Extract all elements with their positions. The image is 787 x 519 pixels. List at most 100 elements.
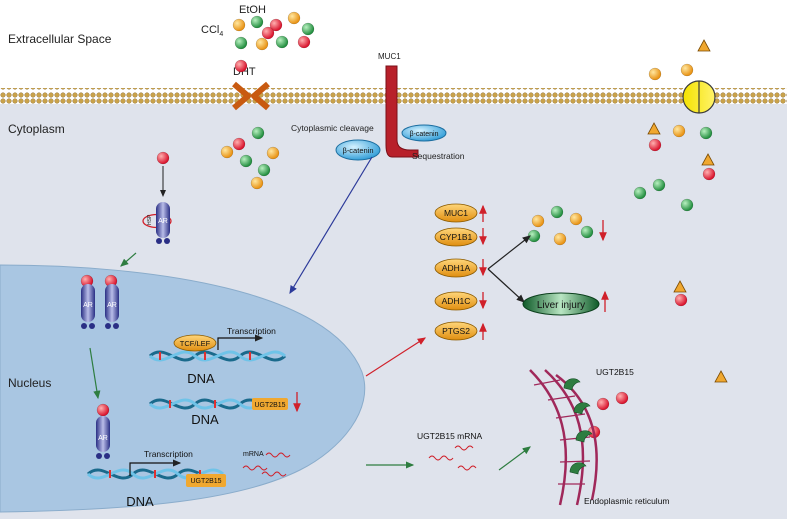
molecule-particle: [250, 176, 264, 190]
transcription-label-1: Transcription: [227, 326, 276, 336]
ar-label-4: AR: [98, 435, 108, 442]
beta-catenin-sequestered: [401, 124, 447, 142]
molecule-particle: [553, 232, 567, 246]
molecule-particle: [261, 26, 275, 40]
molecule-particle: [287, 11, 301, 25]
tcf-lef-factor: [173, 334, 217, 352]
dna-label-1: DNA: [187, 371, 215, 386]
dna-label-3: DNA: [126, 494, 154, 509]
gene-label: ADH1C: [442, 296, 471, 306]
gene-node: [434, 321, 478, 341]
molecule-particle: [615, 391, 629, 405]
ugt2b15-proteins: [563, 378, 593, 475]
molecule-particle: [680, 198, 694, 212]
gene-node: [434, 291, 478, 311]
liver-injury-label: Liver injury: [537, 300, 585, 311]
ugt2b15-gene-box-2: [186, 474, 226, 487]
membrane-transporter: [682, 80, 716, 114]
molecule-particle: [550, 205, 564, 219]
cleavage-label: Cytoplasmic cleavage: [291, 123, 374, 133]
molecule-particle: [580, 225, 594, 239]
tcf-lef-label: TCF/LEF: [180, 339, 211, 348]
ar-dna-bound: [96, 416, 110, 459]
molecule-particle: [652, 178, 666, 192]
ccl4-label: CCl4: [201, 24, 223, 38]
gene-label: CYP1B1: [440, 232, 473, 242]
gene-node: [434, 258, 478, 278]
liver-injury-node: [522, 292, 600, 316]
metabolite-triangle: [647, 122, 661, 135]
molecule-particle: [234, 59, 248, 73]
cytoplasm-label: Cytoplasm: [8, 122, 65, 136]
translation-arrow: [498, 446, 531, 471]
beta-catenin-free: [335, 139, 381, 161]
beta-catenin-nuclear-arrow: [289, 156, 373, 295]
ar-dimer: [81, 284, 119, 329]
gene-node: [434, 203, 478, 223]
molecule-particle: [232, 18, 246, 32]
ar-label-1: AR: [158, 218, 168, 225]
metabolite-triangle: [697, 39, 711, 52]
ugt2b15-protein: [569, 462, 587, 475]
gene-expression-arrow: [365, 337, 427, 377]
er-cross-ties: [533, 379, 591, 485]
metabolite-triangle: [714, 370, 728, 383]
molecule-particle: [569, 212, 583, 226]
molecule-particle: [251, 126, 265, 140]
molecule-particle: [232, 137, 246, 151]
molecule-particle: [257, 163, 271, 177]
molecule-particle: [596, 397, 610, 411]
ar-label-2: AR: [83, 302, 93, 309]
er-label: Endoplasmic reticulum: [584, 496, 670, 506]
molecule-particle: [699, 126, 713, 140]
molecule-particle: [702, 167, 716, 181]
molecule-particles: [80, 11, 716, 439]
molecule-particle: [301, 22, 315, 36]
molecule-particle: [648, 67, 662, 81]
molecule-particle: [275, 35, 289, 49]
extracellular-label: Extracellular Space: [8, 32, 112, 46]
ugt2b15-protein: [575, 430, 593, 443]
molecule-particle: [239, 154, 253, 168]
molecule-particle: [250, 15, 264, 29]
transcription-label-2: Transcription: [144, 449, 193, 459]
sequestration-label: Sequestration: [412, 151, 465, 161]
molecule-particle: [234, 36, 248, 50]
nuclear-translocation-arrow: [89, 347, 101, 400]
transcription-arrow-1: [217, 334, 264, 350]
molecule-particle: [255, 37, 269, 51]
molecule-particle: [680, 63, 694, 77]
etoh-label: EtOH: [239, 4, 266, 16]
muc1-receptor-label: MUC1: [378, 52, 401, 61]
beta-catenin-sequestered-label: β-catenin: [410, 131, 439, 138]
gene-node: [434, 227, 478, 247]
molecule-particle: [297, 35, 311, 49]
ugt-mrna-label: UGT2B15 mRNA: [417, 431, 483, 441]
dna-helix-1: [148, 350, 287, 362]
nucleus-label: Nucleus: [8, 376, 51, 390]
metabolism-arrow: [487, 235, 531, 270]
nuclear-mrna-strands: [242, 452, 291, 477]
molecule-particle: [531, 214, 545, 228]
gene-label: ADH1A: [442, 263, 471, 273]
gene-label: MUC1: [444, 208, 468, 218]
hsp-label: HSP: [147, 214, 153, 225]
ugt2b15-gene-label-2: UGT2B15: [190, 478, 221, 485]
cytoplasmic-mrna-strands: [428, 445, 477, 471]
metabolite-triangle: [673, 280, 687, 293]
beta-catenin-free-label: β-catenin: [343, 146, 374, 155]
mrna-label: mRNA: [243, 451, 264, 458]
molecule-particle: [96, 403, 110, 417]
molecule-particle: [266, 146, 280, 160]
dna-label-2: DNA: [191, 412, 219, 427]
gene-label: PTGS2: [442, 326, 470, 336]
injury-arrow: [487, 268, 525, 303]
ugt2b15-protein: [573, 402, 591, 415]
muc1-receptor: [385, 65, 419, 158]
ar-hsp-complex: [142, 202, 172, 244]
molecule-particle: [672, 124, 686, 138]
molecule-particle: [674, 293, 688, 307]
